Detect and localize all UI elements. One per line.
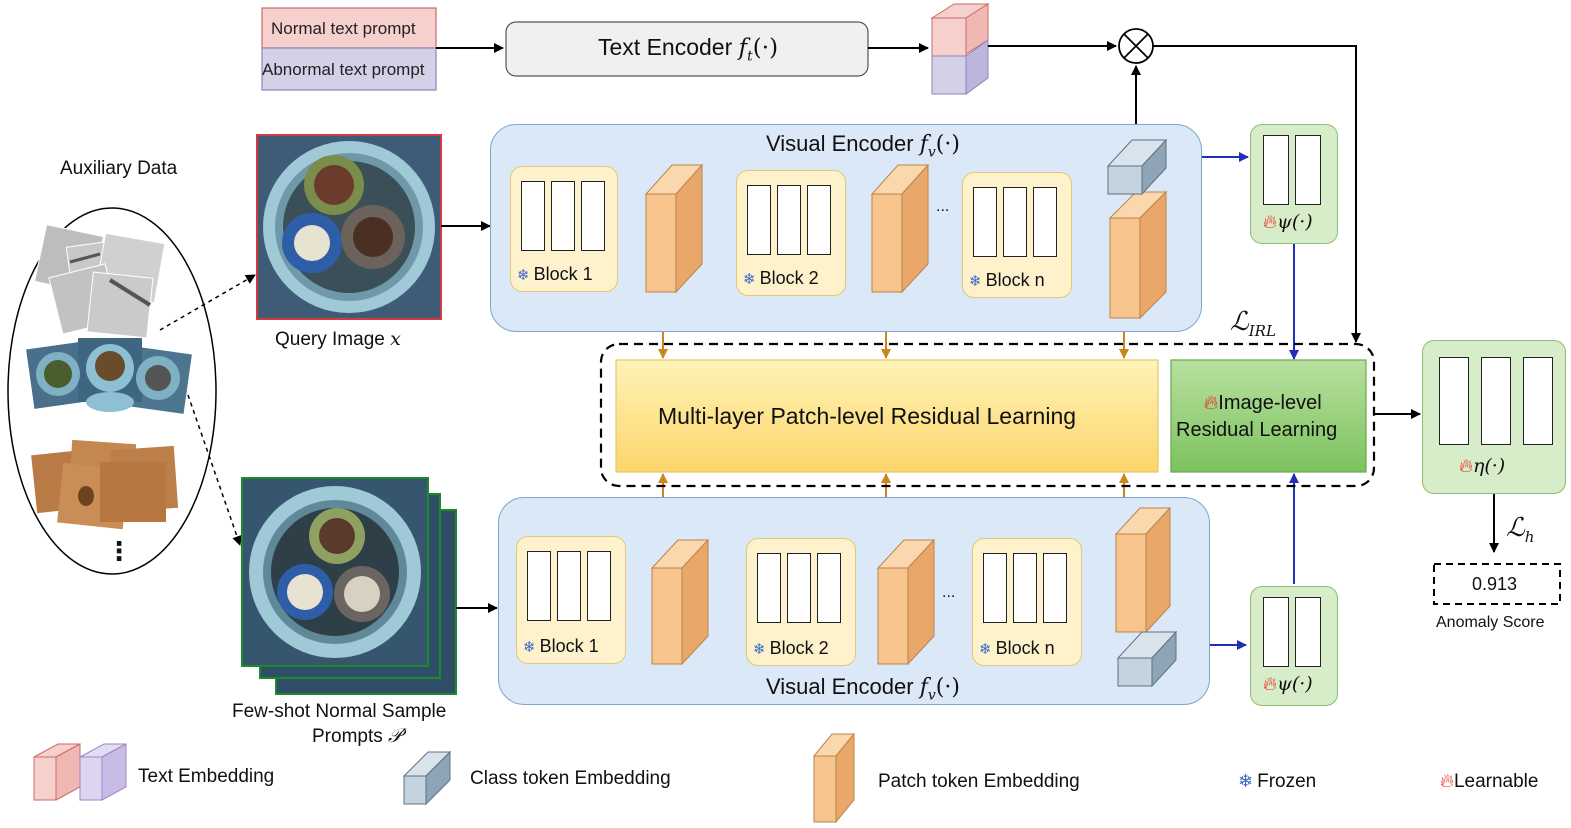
block-layer (1043, 553, 1067, 623)
block-label: Block n (995, 638, 1055, 658)
block-layer (521, 181, 545, 251)
block-layer (983, 553, 1007, 623)
block-layer (817, 553, 841, 623)
block-label: Block 2 (759, 268, 819, 288)
flame-icon: 🔥︎ (1203, 392, 1219, 414)
normal-prompt-label: Normal text prompt (271, 19, 416, 38)
psi-label: ψ(·) (1276, 673, 1313, 695)
block-2-bottom: ❄Block 2 (746, 538, 856, 666)
abnormal-prompt-box (261, 47, 437, 91)
auxiliary-ellipse (7, 207, 217, 575)
score-box (1433, 563, 1561, 605)
block-2-top: ❄Block 2 (736, 170, 846, 296)
block-layer (527, 551, 551, 621)
block-layer (747, 185, 771, 255)
block-label: Block 1 (539, 636, 599, 656)
multiply-operator (1118, 28, 1154, 64)
abnormal-prompt-label: Abnormal text prompt (262, 60, 425, 79)
block-layer (973, 187, 997, 257)
block-layer (587, 551, 611, 621)
fewshot-label-line2: Prompts 𝒫′ (312, 725, 407, 747)
flame-icon: 🔥︎ (1440, 771, 1454, 792)
legend-patch-token: Patch token Embedding (878, 771, 1080, 792)
legend-learnable: 🔥︎Learnable (1440, 771, 1539, 792)
eta-label: η(·) (1472, 455, 1506, 477)
block-layer (787, 553, 811, 623)
block-layer (551, 181, 575, 251)
auxiliary-data-title: Auxiliary Data (60, 158, 178, 179)
psi-head-bottom: 🔥︎ψ(·) (1250, 586, 1338, 706)
irl-box (1170, 359, 1367, 473)
block-layer (777, 185, 801, 255)
block-layer (1033, 187, 1057, 257)
loss-h-label: ℒh (1506, 513, 1535, 547)
snowflake-icon: ❄ (1238, 771, 1254, 791)
aux-screw-images (34, 224, 166, 339)
fewshot-images (241, 477, 457, 695)
block-1-top: ❄Block 1 (510, 166, 618, 292)
block-layer (557, 551, 581, 621)
block-1-bottom: ❄Block 1 (516, 536, 626, 664)
loss-irl-label: ℒIRL (1230, 307, 1276, 341)
flame-icon: 🔥︎ (1263, 674, 1277, 695)
aux-cable-images (26, 338, 192, 414)
text-embedding-cube (930, 3, 990, 95)
visual-encoder-top-label: Visual Encoder fv(·) (766, 131, 960, 161)
psi-head-top: 🔥︎ψ(·) (1250, 124, 1338, 244)
auxiliary-more-dots: ⋮ (106, 536, 132, 566)
query-image (256, 134, 442, 320)
block-ellipsis: ... (936, 198, 950, 215)
psi-layer (1295, 597, 1321, 667)
mplr-label: Multi-layer Patch-level Residual Learnin… (658, 403, 1077, 429)
block-n-top: ❄Block n (962, 172, 1072, 298)
snowflake-icon: ❄ (743, 271, 756, 288)
query-image-label: Query Image x (275, 328, 401, 350)
fewshot-label-line1: Few-shot Normal Sample (232, 701, 447, 722)
legend-class-token: Class token Embedding (470, 768, 671, 789)
legend-text-embedding: Text Embedding (138, 766, 275, 787)
snowflake-icon: ❄ (523, 639, 536, 656)
block-label: Block 1 (533, 264, 593, 284)
aux-wood-images (31, 439, 179, 530)
text-encoder-label: Text Encoder ft(·) (598, 34, 779, 65)
anomaly-score-value: 0.913 (1472, 574, 1518, 594)
block-label: Block 2 (769, 638, 829, 658)
psi-layer (1295, 135, 1321, 205)
psi-label: ψ(·) (1276, 211, 1313, 233)
block-layer (581, 181, 605, 251)
eta-layer (1523, 357, 1553, 445)
flame-icon: 🔥︎ (1459, 456, 1473, 477)
snowflake-icon: ❄ (753, 641, 766, 658)
eta-layer (1439, 357, 1469, 445)
normal-prompt-box (261, 7, 437, 49)
block-layer (1003, 187, 1027, 257)
legend-frozen: ❄Frozen (1238, 771, 1317, 792)
block-layer (757, 553, 781, 623)
block-layer (1013, 553, 1037, 623)
eta-layer (1481, 357, 1511, 445)
block-n-bottom: ❄Block n (972, 538, 1082, 666)
snowflake-icon: ❄ (517, 267, 530, 284)
psi-layer (1263, 597, 1289, 667)
irl-label: 🔥︎Image-level Residual Learning (1176, 392, 1338, 441)
block-label: Block n (985, 270, 1045, 290)
eta-head: 🔥︎η(·) (1422, 340, 1566, 494)
mplr-box (615, 359, 1159, 473)
psi-layer (1263, 135, 1289, 205)
flame-icon: 🔥︎ (1263, 212, 1277, 233)
snowflake-icon: ❄ (969, 273, 982, 290)
block-layer (807, 185, 831, 255)
visual-encoder-bottom-label: Visual Encoder fv(·) (766, 674, 960, 704)
snowflake-icon: ❄ (979, 641, 992, 658)
block-ellipsis: ... (942, 584, 956, 601)
anomaly-score-label: Anomaly Score (1436, 614, 1545, 631)
